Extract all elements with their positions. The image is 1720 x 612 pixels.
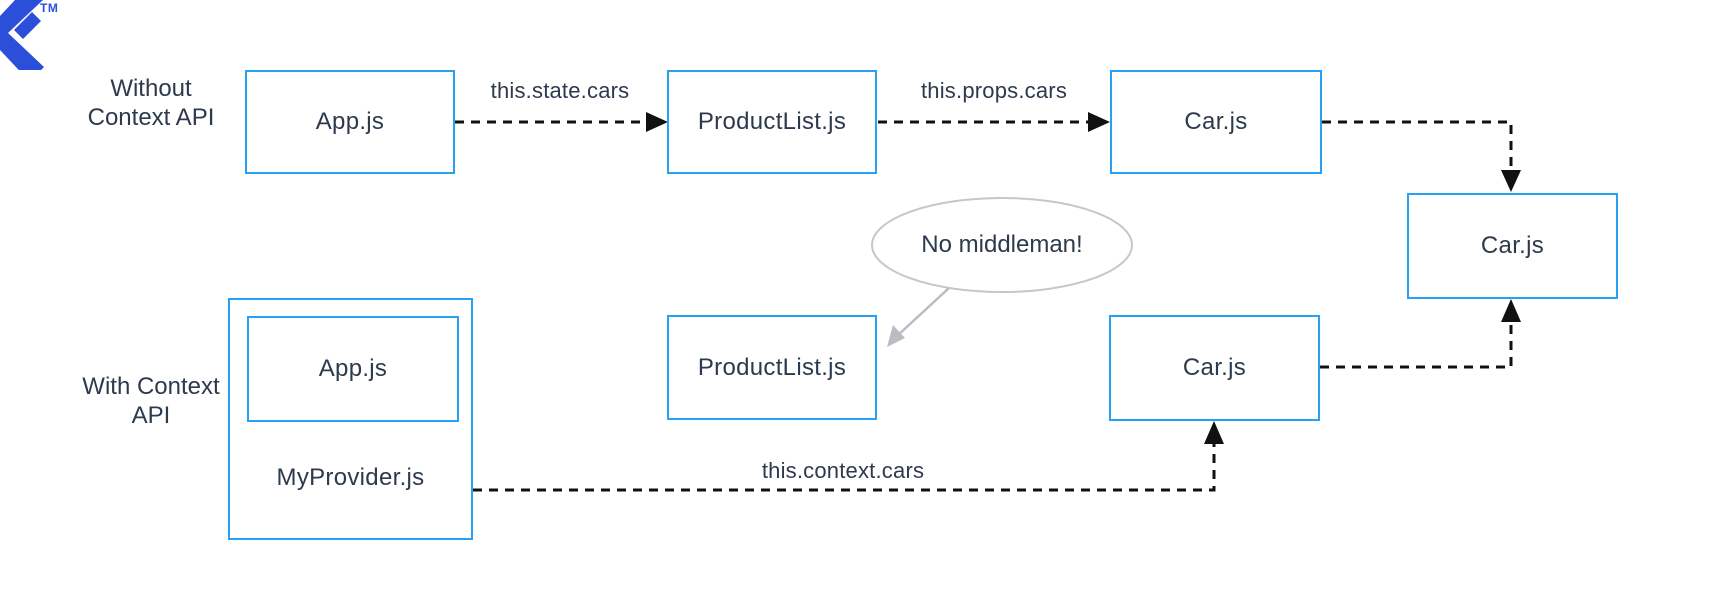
node-productlist-bottom-label: ProductList.js xyxy=(697,353,847,381)
edge-context-line xyxy=(473,444,1216,492)
node-productlist-top: ProductList.js xyxy=(667,70,877,174)
callout-pointer-line xyxy=(896,287,950,337)
node-car-top-label: Car.js xyxy=(1184,108,1248,135)
callout-bubble xyxy=(871,197,1133,293)
edge-label-state: this.state.cars xyxy=(490,78,630,103)
toptal-logo-icon xyxy=(0,0,44,70)
node-app-bottom: App.js xyxy=(247,316,459,422)
node-productlist-top-label: ProductList.js xyxy=(697,108,847,135)
node-car-right-label: Car.js xyxy=(1480,232,1545,259)
node-app-top-label: App.js xyxy=(315,108,385,135)
node-car-bottom: Car.js xyxy=(1109,315,1320,421)
node-productlist-bottom: ProductList.js xyxy=(667,315,877,420)
arrowhead-props-icon xyxy=(1088,112,1110,132)
edge-label-props: this.props.cars xyxy=(920,78,1068,103)
node-car-right: Car.js xyxy=(1407,193,1618,299)
node-app-top: App.js xyxy=(245,70,455,174)
section-label-with-context: With Context API xyxy=(82,373,220,429)
node-car-bottom-label: Car.js xyxy=(1182,354,1247,381)
callout-arrowhead-icon xyxy=(887,325,905,347)
node-app-bottom-label: App.js xyxy=(318,355,388,382)
arrowhead-car-bottom-icon xyxy=(1501,299,1521,322)
section-label-without-context: Without Context API xyxy=(87,75,215,131)
arrowhead-context-icon xyxy=(1204,421,1224,444)
node-car-top: Car.js xyxy=(1110,70,1322,174)
arrowhead-car-top-icon xyxy=(1501,170,1521,192)
callout-text: No middleman! xyxy=(921,231,1083,258)
arrowhead-state-icon xyxy=(646,112,668,132)
edge-car-bottom-to-right-line xyxy=(1320,322,1513,369)
trademark-label: TM xyxy=(40,1,59,15)
node-myprovider: App.js MyProvider.js xyxy=(228,298,473,540)
node-myprovider-label: MyProvider.js xyxy=(276,464,425,491)
edge-label-context: this.context.cars xyxy=(761,458,925,483)
edge-car-top-to-right-line xyxy=(1322,120,1513,170)
